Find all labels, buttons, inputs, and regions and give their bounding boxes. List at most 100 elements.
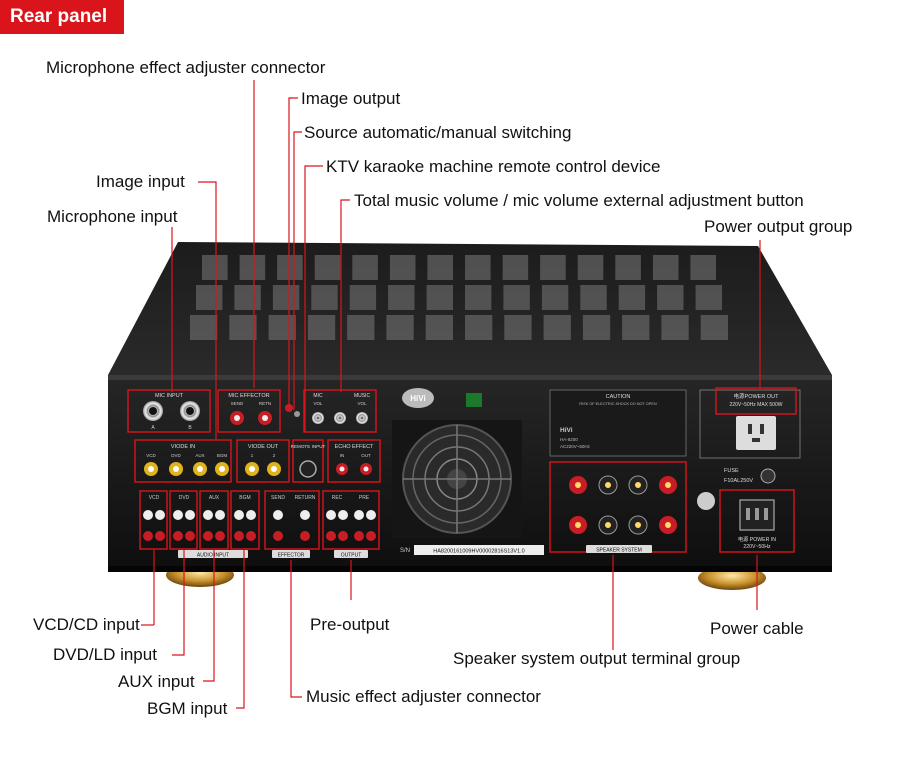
caution-brand: HiVi <box>560 427 573 434</box>
label-volume-button: Total music volume / mic volume external… <box>354 191 804 210</box>
effector-send-label: SEND <box>271 495 285 501</box>
video-vcd-label: VCD <box>146 453 156 458</box>
source-switch <box>294 411 300 417</box>
vent-slot <box>465 285 492 310</box>
output-group: REC PRE OUTPUT <box>322 490 380 559</box>
label-music-effect: Music effect adjuster connector <box>306 687 541 706</box>
vent-slot <box>277 255 303 280</box>
vent-slot <box>347 315 375 340</box>
ccc-mark <box>697 492 715 510</box>
mid-vol-jack <box>334 412 346 424</box>
vent-slot <box>504 315 532 340</box>
vent-slot <box>615 255 641 280</box>
music-vol-header: MUSIC <box>354 393 371 399</box>
audio-input-group: VCD DVD AUX BGM AUDIO INPUT <box>139 490 260 559</box>
label-dvd-input: DVD/LD input <box>53 645 157 664</box>
effector-group: SEND RETURN EFFECTOR <box>264 490 320 559</box>
vent-slot <box>540 255 566 280</box>
vent-slot <box>388 285 415 310</box>
rear-panel-badge: Rear panel <box>0 0 124 34</box>
output-pre-label: PRE <box>359 495 370 501</box>
video-out-box <box>236 439 290 483</box>
vent-slot <box>389 255 416 280</box>
echo-effect-label: ECHO EFFECT <box>335 444 374 450</box>
fuse-spec: F10AL250V <box>724 478 753 484</box>
vent-slot <box>386 315 414 340</box>
vent-slot <box>311 285 338 310</box>
audio-aux-label: AUX <box>209 495 220 501</box>
vent-slot <box>543 315 571 340</box>
audio-bgm-label: BGM <box>239 495 250 501</box>
vent-slot <box>541 285 569 310</box>
image-output-jack <box>285 404 293 412</box>
output-rec-label: REC <box>332 495 343 501</box>
speaker-terminals: SPEAKER SYSTEM <box>549 461 687 554</box>
speaker-system-label: SPEAKER SYSTEM <box>596 548 642 554</box>
vent-slot <box>268 315 296 340</box>
mic-input-label: MIC INPUT <box>155 393 184 399</box>
remote-input-label: REMOTE INPUT <box>291 444 326 449</box>
vent-slot <box>618 285 646 310</box>
label-vcd-input: VCD/CD input <box>33 615 140 634</box>
cooling-fan <box>392 420 522 538</box>
vent-slot <box>661 315 689 340</box>
vent-slot <box>196 285 223 310</box>
vent-slot <box>349 285 377 310</box>
fuse-holder <box>760 468 776 484</box>
label-bgm-input: BGM input <box>147 699 228 718</box>
label-microphone-input: Microphone input <box>47 207 178 226</box>
vent-slot <box>502 255 529 280</box>
logo-badge <box>402 388 434 408</box>
label-power-cable: Power cable <box>710 619 804 638</box>
power-out-spec: 220V~50Hz MAX 500W <box>730 402 783 408</box>
label-pre-output: Pre-output <box>310 615 390 634</box>
serial-sticker <box>414 545 544 555</box>
power-out-group: 电源POWER OUT 220V~50Hz MAX 500W <box>699 387 801 459</box>
vent-slot <box>272 285 300 310</box>
caution-label: CAUTION RISK OF ELECTRIC SHOCK DO NOT OP… <box>549 389 687 457</box>
mic-vol-header: MIC <box>313 393 323 399</box>
fuse-label: FUSE <box>724 468 739 474</box>
vent-slot <box>426 285 453 310</box>
vent-slot <box>190 315 218 340</box>
audio-vcd-label: VCD <box>149 495 160 501</box>
label-power-output: Power output group <box>704 217 853 236</box>
video-in-jacks <box>144 462 229 476</box>
label-image-input: Image input <box>96 172 185 191</box>
vent-slot <box>580 285 607 310</box>
vent-slot <box>425 315 453 340</box>
vent-slot <box>239 255 266 280</box>
mic-send-label: SEND <box>231 401 244 406</box>
video-out-2-label: 2 <box>273 453 276 458</box>
video-aux-label: AUX <box>195 453 204 458</box>
mic-effector-box <box>217 389 281 433</box>
vent-slot <box>314 255 341 280</box>
music-vol-label: VOL <box>357 401 367 406</box>
audio-dvd-label: DVD <box>179 495 190 501</box>
vent-slot <box>234 285 261 310</box>
vent-slot <box>352 255 378 280</box>
power-in-volt: 220V~50Hz <box>743 544 771 550</box>
vent-slot <box>652 255 679 280</box>
indicator-led <box>466 393 482 407</box>
vent-slot <box>202 255 228 280</box>
label-image-output: Image output <box>301 89 401 108</box>
echo-effect-box <box>327 439 381 483</box>
vent-slot <box>695 285 722 310</box>
label-ktv-remote: KTV karaoke machine remote control devic… <box>326 157 661 176</box>
caution-sub: RISK OF ELECTRIC SHOCK DO NOT OPEN <box>579 402 656 406</box>
caution-power-spec: AC220V~50Hz <box>560 444 591 449</box>
mic-input-box <box>127 389 211 433</box>
audio-input-label: AUDIO INPUT <box>197 553 229 559</box>
label-source-switching: Source automatic/manual switching <box>304 123 572 142</box>
video-in-label: VIODE IN <box>171 444 195 450</box>
vent-slot <box>503 285 530 310</box>
sn-label: S/N <box>400 548 410 554</box>
vent-slots <box>190 255 728 340</box>
vent-slot <box>465 315 493 340</box>
power-in-label: 电源 POWER IN <box>738 535 776 543</box>
leader-lines <box>141 80 761 709</box>
echo-in-label: IN <box>340 453 345 458</box>
